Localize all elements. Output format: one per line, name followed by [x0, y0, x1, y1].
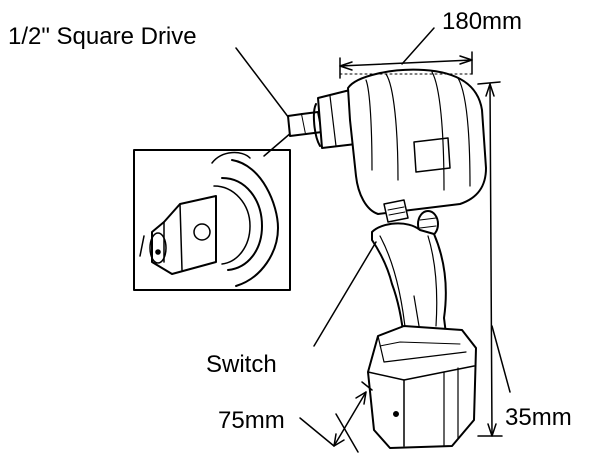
wrench-body — [287, 68, 487, 449]
inset-leader-line — [263, 131, 293, 157]
height-label: 35mm — [505, 404, 572, 431]
width-dimension — [339, 27, 475, 79]
depth-dimension — [299, 381, 373, 453]
height-dimension — [477, 81, 511, 437]
square-drive-label: 1/2" Square Drive — [8, 23, 197, 50]
drive-detail-inset — [133, 149, 291, 291]
drive-leader-line — [235, 47, 293, 123]
width-label: 180mm — [442, 8, 523, 35]
depth-label: 75mm — [218, 407, 285, 434]
switch-label: Switch — [206, 351, 277, 378]
switch-leader-line — [313, 241, 377, 347]
